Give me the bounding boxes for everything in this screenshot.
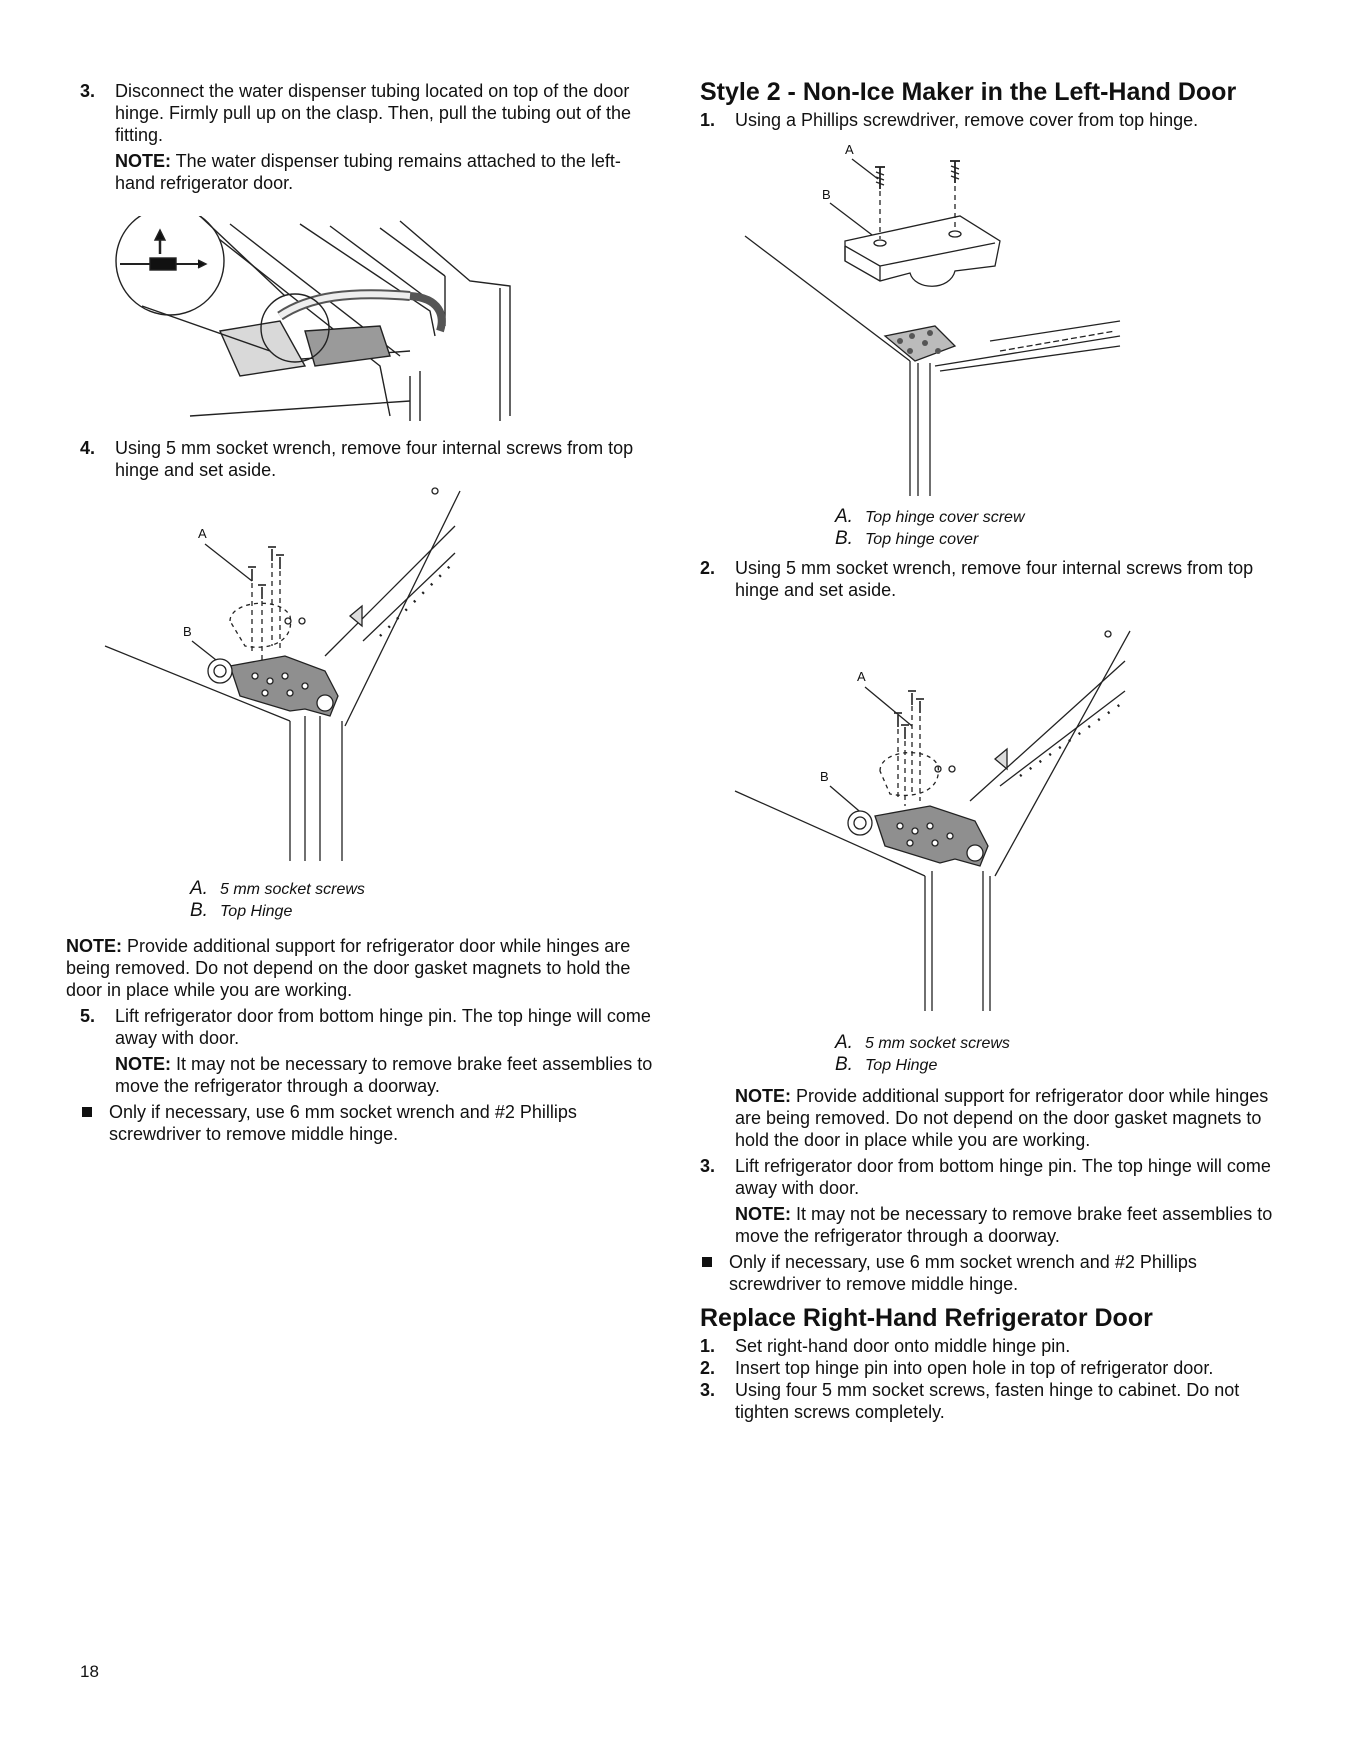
support-note: NOTE: Provide additional support for ref… [700, 1085, 1285, 1151]
step-text: Using 5 mm socket wrench, remove four in… [735, 558, 1254, 600]
note-text: Provide additional support for refrigera… [735, 1086, 1269, 1150]
support-note: NOTE: Provide additional support for ref… [66, 935, 658, 1001]
callout-a: A [198, 526, 207, 541]
step-number: 3. [700, 1380, 716, 1400]
callout-b: B [183, 624, 192, 639]
note-label: NOTE: [115, 1054, 171, 1074]
step-text: Set right-hand door onto middle hinge pi… [735, 1336, 1071, 1356]
step-2-remove-screws: 2. Using 5 mm socket wrench, remove four… [700, 557, 1285, 601]
callout-a: A [857, 669, 866, 684]
replace-step-2: 2. Insert top hinge pin into open hole i… [700, 1357, 1285, 1379]
callout-b: B [820, 769, 829, 784]
top-hinge-screws-illustration: A B [104, 487, 461, 861]
step-number: 2. [700, 1358, 716, 1378]
replace-step-3: 3. Using four 5 mm socket screws, fasten… [700, 1379, 1285, 1423]
figure-legend-1: A.Top hinge cover screw B.Top hinge cove… [835, 506, 1285, 551]
step-5-lift-door: 5. Lift refrigerator door from bottom hi… [80, 1005, 658, 1049]
legend-item-a: A.5 mm socket screws [190, 878, 365, 899]
figure-legend: A.5 mm socket screws B.Top Hinge [190, 878, 658, 923]
step-3-disconnect-tubing: 3. Disconnect the water dispenser tubing… [80, 80, 658, 146]
note-text: It may not be necessary to remove brake … [735, 1204, 1273, 1246]
note-label: NOTE: [735, 1086, 791, 1106]
legend-item-b: B.Top Hinge [190, 900, 293, 921]
section-heading-style-2: Style 2 - Non-Ice Maker in the Left-Hand… [700, 78, 1237, 106]
note-text: The water dispenser tubing remains attac… [115, 151, 621, 193]
tubing-disconnect-illustration [115, 216, 511, 421]
bullet-square-icon [702, 1257, 712, 1267]
step-number: 3. [700, 1156, 716, 1176]
legend-item-b: B.Top hinge cover [835, 528, 979, 549]
step-text: Insert top hinge pin into open hole in t… [735, 1358, 1214, 1378]
step-3-note: NOTE: It may not be necessary to remove … [700, 1203, 1285, 1247]
step-text: Using four 5 mm socket screws, fasten hi… [735, 1380, 1240, 1422]
callout-b: B [822, 187, 831, 202]
step-number: 1. [700, 1336, 716, 1356]
step-1-remove-cover: 1. Using a Phillips screwdriver, remove … [700, 109, 1285, 131]
left-column: 3. Disconnect the water dispenser tubing… [66, 80, 658, 1145]
middle-hinge-bullet: Only if necessary, use 6 mm socket wrenc… [80, 1101, 658, 1145]
note-label: NOTE: [115, 151, 171, 171]
bullet-square-icon [82, 1107, 92, 1117]
right-column: Style 2 - Non-Ice Maker in the Left-Hand… [700, 78, 1285, 1423]
legend-item-b: B.Top Hinge [835, 1054, 938, 1075]
step-number: 2. [700, 558, 716, 578]
figure-legend-2: A.5 mm socket screws B.Top Hinge [835, 1032, 1285, 1077]
hinge-cover-illustration: A B [744, 142, 1121, 496]
section-heading-replace-door: Replace Right-Hand Refrigerator Door [700, 1304, 1153, 1332]
step-text: Disconnect the water dispenser tubing lo… [115, 81, 631, 145]
note-text: It may not be necessary to remove brake … [115, 1054, 653, 1096]
step-number: 5. [80, 1006, 96, 1026]
step-text: Using 5 mm socket wrench, remove four in… [115, 438, 634, 480]
page-number: 18 [80, 1662, 99, 1681]
step-3-lift-door: 3. Lift refrigerator door from bottom hi… [700, 1155, 1285, 1199]
middle-hinge-bullet: Only if necessary, use 6 mm socket wrenc… [700, 1251, 1285, 1295]
note-text: Provide additional support for refrigera… [66, 936, 631, 1000]
step-number: 3. [80, 81, 96, 101]
legend-item-a: A.Top hinge cover screw [835, 506, 1025, 527]
bullet-text: Only if necessary, use 6 mm socket wrenc… [729, 1252, 1197, 1294]
step-3-note: NOTE: The water dispenser tubing remains… [80, 150, 658, 194]
top-hinge-screws-illustration-2: A B [734, 630, 1131, 1011]
step-5-note: NOTE: It may not be necessary to remove … [80, 1053, 658, 1097]
note-label: NOTE: [66, 936, 122, 956]
callout-a: A [845, 142, 854, 157]
note-label: NOTE: [735, 1204, 791, 1224]
step-4-remove-screws: 4. Using 5 mm socket wrench, remove four… [80, 437, 658, 481]
step-text: Using a Phillips screwdriver, remove cov… [735, 110, 1199, 130]
legend-item-a: A.5 mm socket screws [835, 1032, 1010, 1053]
step-text: Lift refrigerator door from bottom hinge… [735, 1156, 1271, 1198]
bullet-text: Only if necessary, use 6 mm socket wrenc… [109, 1102, 577, 1144]
step-number: 1. [700, 110, 716, 130]
step-text: Lift refrigerator door from bottom hinge… [115, 1006, 651, 1048]
replace-step-1: 1. Set right-hand door onto middle hinge… [700, 1335, 1285, 1357]
step-number: 4. [80, 438, 96, 458]
